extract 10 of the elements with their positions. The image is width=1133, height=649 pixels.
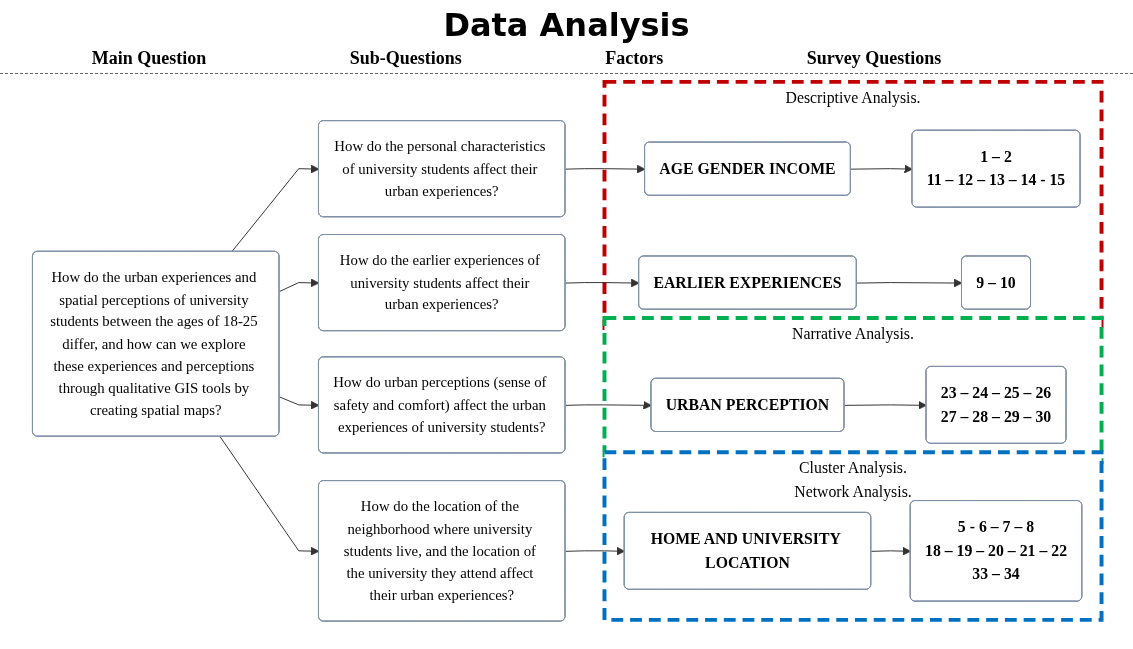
node-label: Descriptive Analysis. bbox=[785, 88, 920, 106]
column-heading: Sub-Questions bbox=[349, 48, 462, 69]
node-label: Network Analysis. bbox=[793, 482, 912, 500]
node-label: Narrative Analysis. bbox=[791, 325, 914, 342]
cluster bbox=[602, 450, 1103, 622]
diagram-title: Data Analysis bbox=[442, 6, 691, 44]
column-heading: Factors bbox=[605, 48, 664, 69]
column-heading: Survey Questions bbox=[806, 48, 942, 69]
column-heading: Main Question bbox=[91, 48, 207, 69]
node-label: Cluster Analysis. bbox=[798, 459, 907, 476]
